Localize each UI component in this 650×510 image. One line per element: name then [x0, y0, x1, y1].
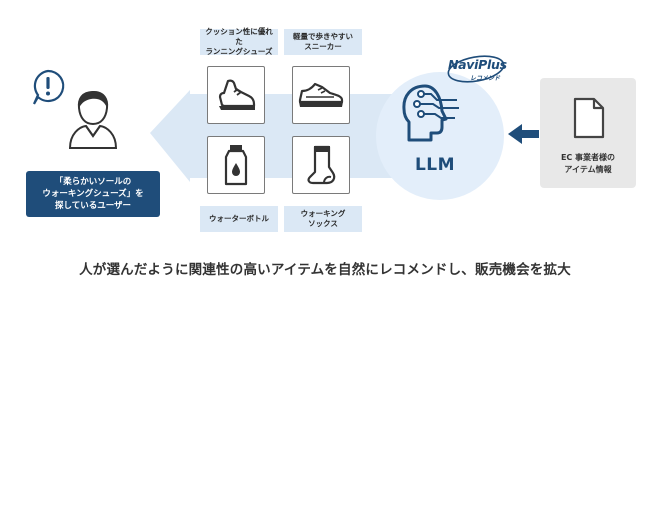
llm-label: LLM	[414, 155, 456, 175]
naviplus-logo: NaviPlus レコメンド	[446, 51, 507, 89]
product-label-water-bottle: ウォーターボトル	[200, 206, 278, 232]
exclamation-bubble-icon	[32, 69, 65, 105]
document-icon	[573, 97, 605, 139]
socks-icon	[307, 145, 336, 185]
product-tile-water-bottle	[207, 136, 265, 194]
running-shoe-icon	[218, 79, 256, 110]
product-tile-sneakers	[292, 66, 350, 124]
logo-swoosh-icon	[447, 55, 505, 83]
diagram-caption: 人が選んだように関連性の高いアイテムを自然にレコメンドし、販売機会を拡大	[79, 262, 571, 278]
ai-head-icon	[402, 84, 459, 142]
product-label-running-shoes: クッション性に優れた ランニングシューズ	[200, 27, 278, 56]
user-icon	[68, 90, 118, 149]
product-tile-socks	[292, 136, 350, 194]
logo-main-text: NaviPlus	[448, 57, 507, 72]
ec-source-label: EC 事業者様の アイテム情報	[560, 153, 616, 174]
product-label-sneakers: 軽量で歩きやすい スニーカー	[284, 29, 362, 55]
input-arrow	[508, 124, 539, 144]
llm-circle	[376, 72, 504, 200]
water-bottle-icon	[224, 145, 248, 186]
user-query-label: 「柔らかいソールの ウォーキングシューズ」を 探しているユーザー	[26, 171, 160, 217]
logo-sub-text: レコメンド	[470, 75, 501, 82]
sneaker-icon	[298, 82, 344, 107]
product-label-socks: ウォーキング ソックス	[284, 206, 362, 232]
product-tile-running-shoes	[207, 66, 265, 124]
